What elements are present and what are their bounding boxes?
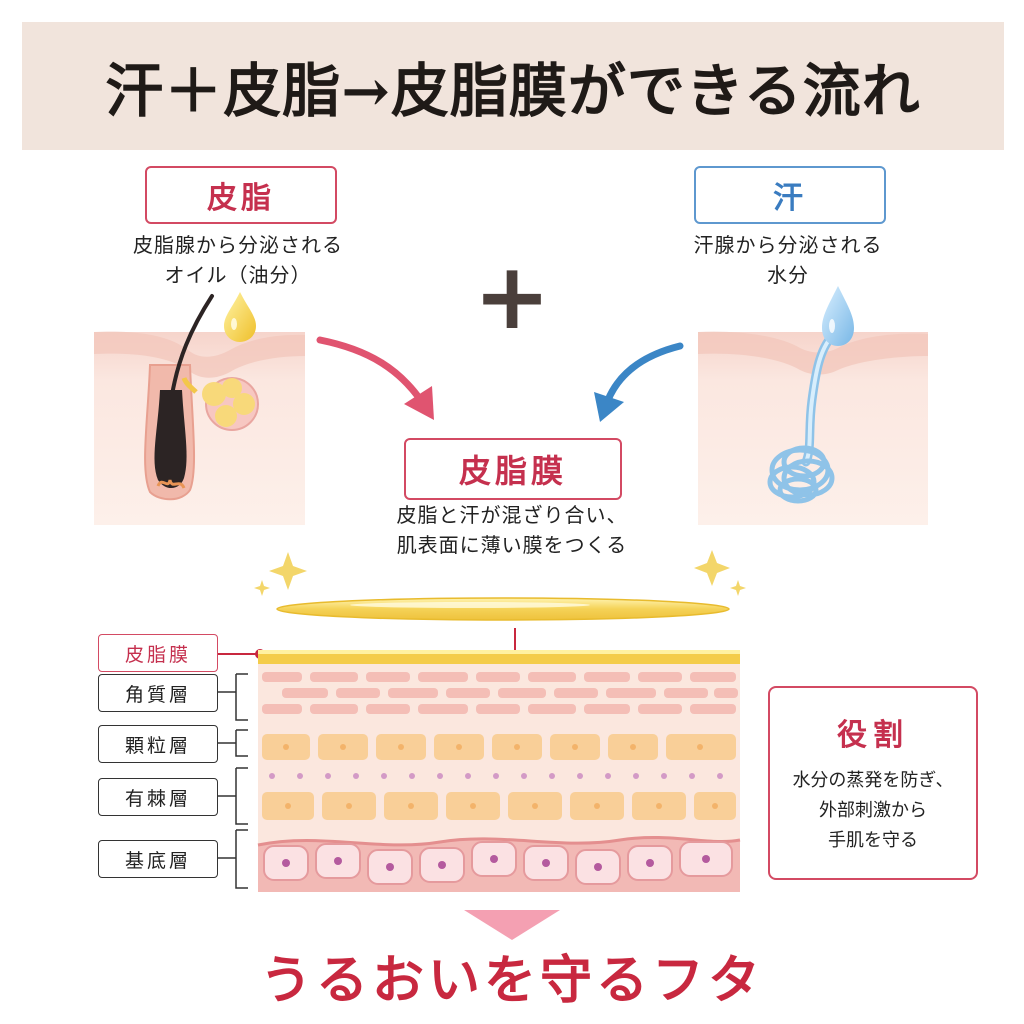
sparkle-icon bbox=[254, 550, 746, 596]
title-band: 汗＋皮脂→皮脂膜ができる流れ bbox=[22, 22, 1004, 150]
sweat-arrow-head bbox=[594, 392, 624, 422]
film-description: 皮脂と汗が混ざり合い、 肌表面に薄い膜をつくる bbox=[396, 503, 628, 557]
plus-symbol: + bbox=[473, 243, 551, 350]
oil-drop-icon bbox=[224, 292, 256, 342]
page-title: 汗＋皮脂→皮脂膜ができる流れ bbox=[105, 57, 921, 125]
sebaceous-gland-icon bbox=[181, 377, 259, 431]
layer-label-basal: 基底層 bbox=[98, 840, 218, 878]
sebum-skin-illustration bbox=[94, 292, 305, 525]
sweat-flow-arrow bbox=[604, 342, 684, 404]
skin-cross-section bbox=[257, 650, 741, 892]
layer-label-granular: 顆粒層 bbox=[98, 725, 218, 763]
layer-brackets bbox=[218, 673, 248, 889]
role-box: 役割 水分の蒸発を防ぎ、 外部刺激から 手肌を守る bbox=[768, 686, 978, 880]
sweat-gland-icon bbox=[767, 331, 837, 504]
conclusion-text: うるおいを守るフタ bbox=[259, 950, 764, 1011]
layer-label-spinous: 有棘層 bbox=[98, 778, 218, 816]
sebum-film-lens bbox=[276, 597, 730, 621]
sweat-skin-illustration bbox=[698, 286, 928, 525]
film-label: 皮脂膜 bbox=[404, 438, 622, 500]
role-text: 水分の蒸発を防ぎ、 外部刺激から 手肌を守る bbox=[792, 770, 954, 851]
role-heading: 役割 bbox=[837, 718, 909, 753]
sebum-arrow-head bbox=[404, 386, 434, 420]
hair-follicle-icon bbox=[144, 294, 214, 501]
sweat-label: 汗 bbox=[694, 166, 886, 224]
water-drop-icon bbox=[822, 286, 854, 346]
layer-label-corneum: 角質層 bbox=[98, 674, 218, 712]
arrow-down-icon bbox=[464, 910, 560, 940]
sebum-description: 皮脂腺から分泌される オイル（油分） bbox=[133, 233, 343, 287]
sebum-label: 皮脂 bbox=[145, 166, 337, 224]
sweat-description: 汗腺から分泌される 水分 bbox=[693, 233, 883, 287]
sebum-flow-arrow bbox=[316, 336, 426, 406]
layer-label-sebum-film: 皮脂膜 bbox=[98, 634, 218, 672]
